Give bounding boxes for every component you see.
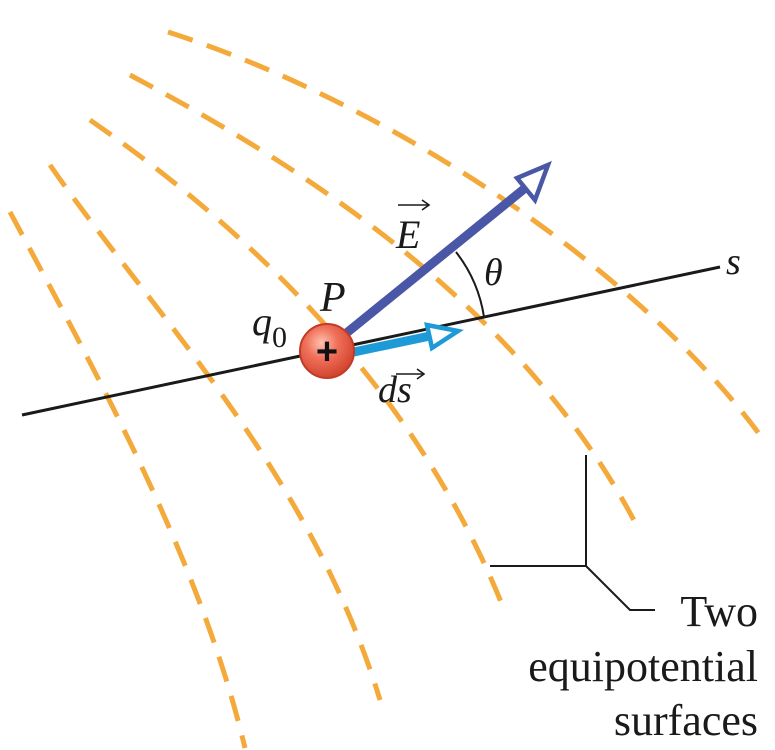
field-label: E bbox=[395, 199, 431, 257]
equipotential-line-2 bbox=[47, 163, 383, 701]
charge-label-symbol: q bbox=[252, 299, 272, 344]
charge-label-subscript: 0 bbox=[272, 321, 287, 354]
field-vector-arrow bbox=[325, 160, 552, 352]
field-label-text: E bbox=[395, 212, 420, 257]
point-label: P bbox=[319, 275, 346, 321]
callout-line-2: equipotential bbox=[528, 642, 758, 691]
equipotential-line-1 bbox=[7, 210, 248, 749]
callout-line-1: Two bbox=[680, 587, 758, 636]
equipotential-line-5 bbox=[167, 29, 763, 437]
charge-label: q 0 bbox=[252, 299, 287, 354]
callout-text: Two equipotential surfaces bbox=[528, 587, 758, 745]
displacement-label-text: ds bbox=[378, 369, 412, 411]
theta-arc bbox=[455, 251, 485, 318]
s-axis-line bbox=[21, 265, 721, 417]
displacement-label: ds bbox=[378, 368, 426, 411]
callout-line-3: surfaces bbox=[614, 696, 758, 745]
charge-sign: + bbox=[316, 331, 338, 373]
axis-label: s bbox=[726, 241, 741, 283]
angle-label: θ bbox=[484, 252, 503, 294]
equipotential-line-3 bbox=[88, 117, 508, 613]
equipotential-line-4 bbox=[128, 72, 641, 530]
test-charge: + bbox=[299, 323, 355, 379]
callout-bracket bbox=[490, 455, 655, 611]
equipotential-lines bbox=[7, 29, 763, 749]
